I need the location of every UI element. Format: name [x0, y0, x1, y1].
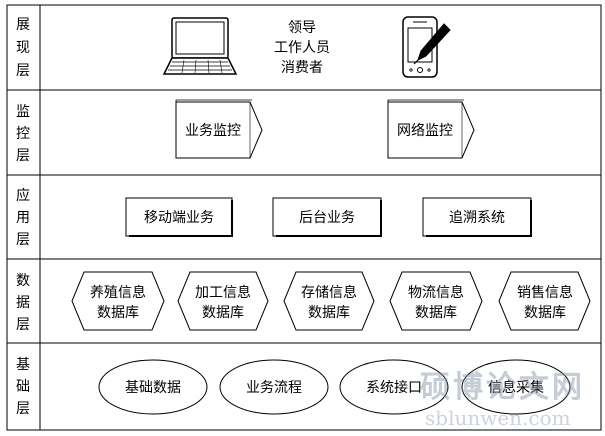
layer-label-monitoring: 监 控 层: [16, 104, 30, 164]
basic-data-label: 基础数据: [125, 379, 181, 396]
layer-label-char: 应: [16, 187, 30, 204]
user-list: 领导 工作人员 消费者: [274, 20, 330, 76]
watermark-url: sblunwen.com: [425, 406, 571, 430]
layer-label-char: 层: [16, 63, 30, 79]
database-subtitle: 数据库: [308, 305, 350, 321]
database-title: 物流信息: [408, 284, 464, 301]
system-interface-ellipse: 系统接口: [339, 359, 449, 415]
mobile-business-label: 移动端业务: [144, 210, 214, 226]
business-process-ellipse: 业务流程: [219, 359, 329, 415]
watermark: 硕博论文网 sblunwen.com: [420, 370, 585, 430]
basic-data-ellipse: 基础数据: [98, 359, 208, 415]
layer-label-char: 层: [16, 317, 30, 333]
backend-business-label: 后台业务: [299, 210, 355, 226]
layer-label-char: 数: [16, 273, 30, 289]
database-title: 养殖信息: [90, 284, 146, 301]
business-monitoring-box: 业务监控: [175, 99, 263, 159]
layer-label-presentation: 展 现 层: [16, 17, 30, 79]
database-subtitle: 数据库: [415, 305, 457, 321]
laptop-icon: [162, 17, 238, 75]
network-monitoring-box: 网络监控: [387, 99, 475, 159]
layer-label-data: 数 据 层: [16, 273, 30, 333]
traceability-system-box: 追溯系统: [422, 197, 532, 237]
watermark-title: 硕博论文网: [420, 370, 585, 405]
database-title: 加工信息: [195, 284, 251, 301]
layer-label-char: 层: [16, 148, 30, 164]
layer-label-char: 控: [16, 126, 30, 142]
sales-database: 销售信息 数据库: [498, 271, 591, 331]
layer-label-char: 础: [16, 379, 30, 395]
layer-label-char: 监: [16, 104, 30, 120]
database-title: 存储信息: [301, 284, 357, 301]
database-subtitle: 数据库: [202, 305, 244, 321]
layer-label-char: 用: [16, 210, 30, 226]
layer-label-char: 层: [16, 232, 30, 248]
database-title: 销售信息: [517, 284, 573, 301]
info-collection-label: 信息采集: [488, 379, 544, 396]
traceability-system-label: 追溯系统: [449, 210, 505, 226]
user-consumer: 消费者: [281, 60, 323, 76]
database-subtitle: 数据库: [524, 305, 566, 321]
logistics-database: 物流信息 数据库: [389, 271, 483, 331]
user-leader: 领导: [288, 20, 316, 36]
processing-database: 加工信息 数据库: [177, 271, 269, 331]
layer-label-application: 应 用 层: [16, 187, 30, 248]
layer-label-char: 现: [16, 40, 30, 56]
database-subtitle: 数据库: [97, 305, 139, 321]
info-collection-ellipse: 信息采集: [461, 359, 571, 415]
storage-database: 存储信息 数据库: [283, 271, 375, 331]
business-monitoring-label: 业务监控: [185, 123, 241, 139]
layer-label-char: 层: [16, 401, 30, 417]
layer-label-char: 展: [16, 17, 30, 33]
layer-label-foundation: 基 础 层: [16, 356, 30, 417]
layer-label-char: 基: [16, 356, 30, 373]
backend-business-box: 后台业务: [272, 197, 382, 237]
system-interface-label: 系统接口: [366, 379, 422, 396]
breeding-database: 养殖信息 数据库: [71, 271, 165, 331]
outer-frame: [6, 4, 602, 431]
layer-label-char: 据: [16, 295, 30, 311]
business-process-label: 业务流程: [246, 380, 302, 396]
mobile-business-box: 移动端业务: [125, 197, 233, 237]
user-staff: 工作人员: [274, 40, 330, 56]
tablet-pen-icon: [402, 16, 451, 78]
network-monitoring-label: 网络监控: [397, 123, 453, 139]
